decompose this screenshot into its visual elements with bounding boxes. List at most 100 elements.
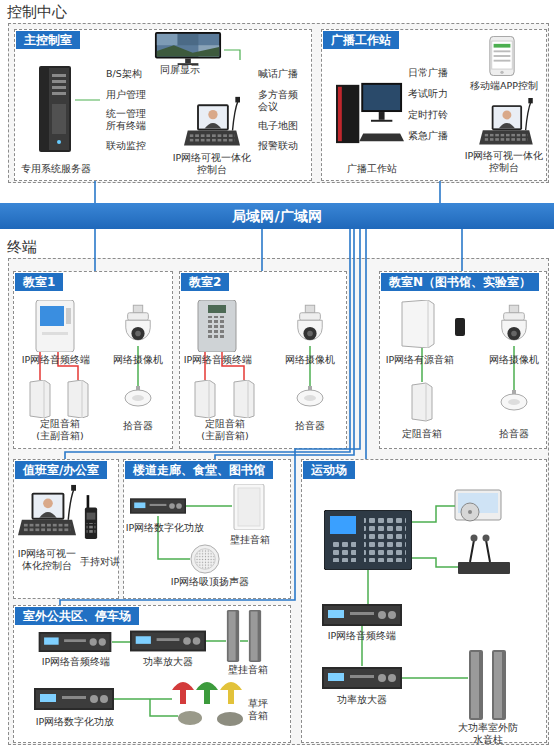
feature-item: 紧急广播 <box>408 130 452 142</box>
pickup-mic <box>501 390 527 410</box>
mic-head <box>483 535 490 542</box>
mic-receiver <box>458 562 510 574</box>
workstation-pc <box>336 83 404 143</box>
panel-title: 室外公共区、停车场 <box>15 607 139 625</box>
lawn-speaker-stem <box>204 689 210 704</box>
wire <box>422 346 514 390</box>
network-link <box>60 229 360 605</box>
speaker-box <box>68 380 88 418</box>
wall-speaker <box>234 484 264 530</box>
video-wall-monitor <box>155 32 221 65</box>
feature-item: 用户管理 <box>106 89 156 101</box>
amplifier-rack <box>130 498 186 513</box>
device-caption: 壁挂音箱 <box>226 534 274 546</box>
audio-terminal-rack <box>322 604 402 626</box>
audio-terminal-rack <box>39 632 112 652</box>
feature-item: 考试听力 <box>408 88 452 100</box>
device-caption: 拾音器 <box>290 420 330 432</box>
network-link <box>94 229 96 271</box>
device-caption: 功率放大器 <box>332 694 392 706</box>
feature-item: 联动监控 <box>106 140 156 152</box>
device-caption: IP网络可视一体化控制台 <box>14 548 80 572</box>
device-caption: 手持对讲 <box>80 556 118 568</box>
feature-item: 多方音频 会议 <box>258 89 302 113</box>
network-link <box>461 229 463 271</box>
speaker-box <box>234 380 254 418</box>
panel-title: 楼道走廊、食堂、图书馆 <box>125 461 273 479</box>
device-caption: 草坪音箱 <box>246 698 270 722</box>
network-link <box>261 229 263 271</box>
device-caption: IP网络音频终端 <box>322 630 402 642</box>
network-link <box>439 181 441 203</box>
device-caption: IP网络数字化功放 <box>124 522 206 534</box>
small-device <box>455 318 465 336</box>
lawn-speaker-cap <box>220 682 242 690</box>
panel-title: 运动场 <box>303 461 355 479</box>
device-caption: IP网络音频终端 <box>20 354 92 366</box>
feature-item: B/S架构 <box>106 68 156 80</box>
device-caption: IP网络有源音箱 <box>382 354 458 366</box>
rock-speaker <box>217 712 243 726</box>
mic-head <box>471 535 478 542</box>
panel-title: 教室1 <box>15 273 63 291</box>
device-caption: IP网络可视一体化 控制台 <box>170 152 254 176</box>
wire <box>362 506 468 678</box>
feature-item: 定时打铃 <box>408 109 452 121</box>
device-caption: IP网络可视一体化 控制台 <box>462 150 546 174</box>
pickup-mic <box>125 386 151 406</box>
speaker-box <box>412 383 432 421</box>
device-caption: 网络摄像机 <box>488 354 540 366</box>
band-title: 局域网/广域网 <box>0 203 554 229</box>
pickup-mic <box>297 386 323 406</box>
mobile-phone <box>490 36 514 75</box>
console-device <box>184 97 240 146</box>
column-speaker <box>492 650 506 720</box>
walkie-talkie <box>85 495 97 539</box>
device-caption: IP网络音频终端 <box>182 354 254 366</box>
device-caption: 定阻音箱 (主副音箱) <box>28 418 92 442</box>
device-caption: 定阻音箱 <box>396 428 448 440</box>
feature-item: 电子地图 <box>258 120 302 132</box>
device-caption: 网络摄像机 <box>112 354 164 366</box>
console-device <box>18 485 76 535</box>
wire <box>112 641 248 716</box>
panel-title: 教室2 <box>181 273 229 291</box>
control-panel <box>324 510 412 570</box>
device-caption: 移动端APP控制 <box>466 80 542 92</box>
player-device <box>455 490 501 520</box>
device-caption: 同屏显示 <box>150 64 210 76</box>
disc <box>461 503 479 521</box>
device-caption: 拾音器 <box>494 428 534 440</box>
device-caption: 专用系统服务器 <box>20 163 92 175</box>
device-caption: IP网络吸顶扬声器 <box>166 576 254 588</box>
device-caption: 广播工作站 <box>340 163 404 175</box>
device-caption: 定阻音箱 (主副音箱) <box>193 418 257 442</box>
ceiling-speaker <box>191 545 219 573</box>
lawn-speaker-cap <box>172 682 194 690</box>
network-link <box>365 229 367 459</box>
rock-speaker <box>178 711 202 725</box>
wire <box>75 50 240 100</box>
device-caption: IP网络音频终端 <box>36 656 116 668</box>
power-amplifier <box>130 631 206 652</box>
audio-terminal <box>198 300 236 352</box>
network-link <box>94 181 96 203</box>
speaker-box <box>195 380 215 418</box>
network-camera <box>502 305 526 340</box>
feature-item: 喊话广播 <box>258 68 302 80</box>
band-box: 局域网/广域网 <box>0 203 554 229</box>
device-caption: 拾音器 <box>118 420 158 432</box>
region-title: 终端 <box>7 238 37 257</box>
wall-column-speaker <box>227 610 239 662</box>
feature-item: 报警联动 <box>258 140 302 152</box>
wall-column-speaker <box>249 610 261 662</box>
device-caption: 大功率室外防水音柱 <box>457 722 519 746</box>
network-link <box>65 229 350 459</box>
network-camera <box>126 305 150 340</box>
speaker-box <box>30 380 50 418</box>
panel-title: 广播工作站 <box>323 31 399 49</box>
panel-title: 主控制室 <box>16 31 80 49</box>
lawn-speaker-stem <box>180 689 186 704</box>
